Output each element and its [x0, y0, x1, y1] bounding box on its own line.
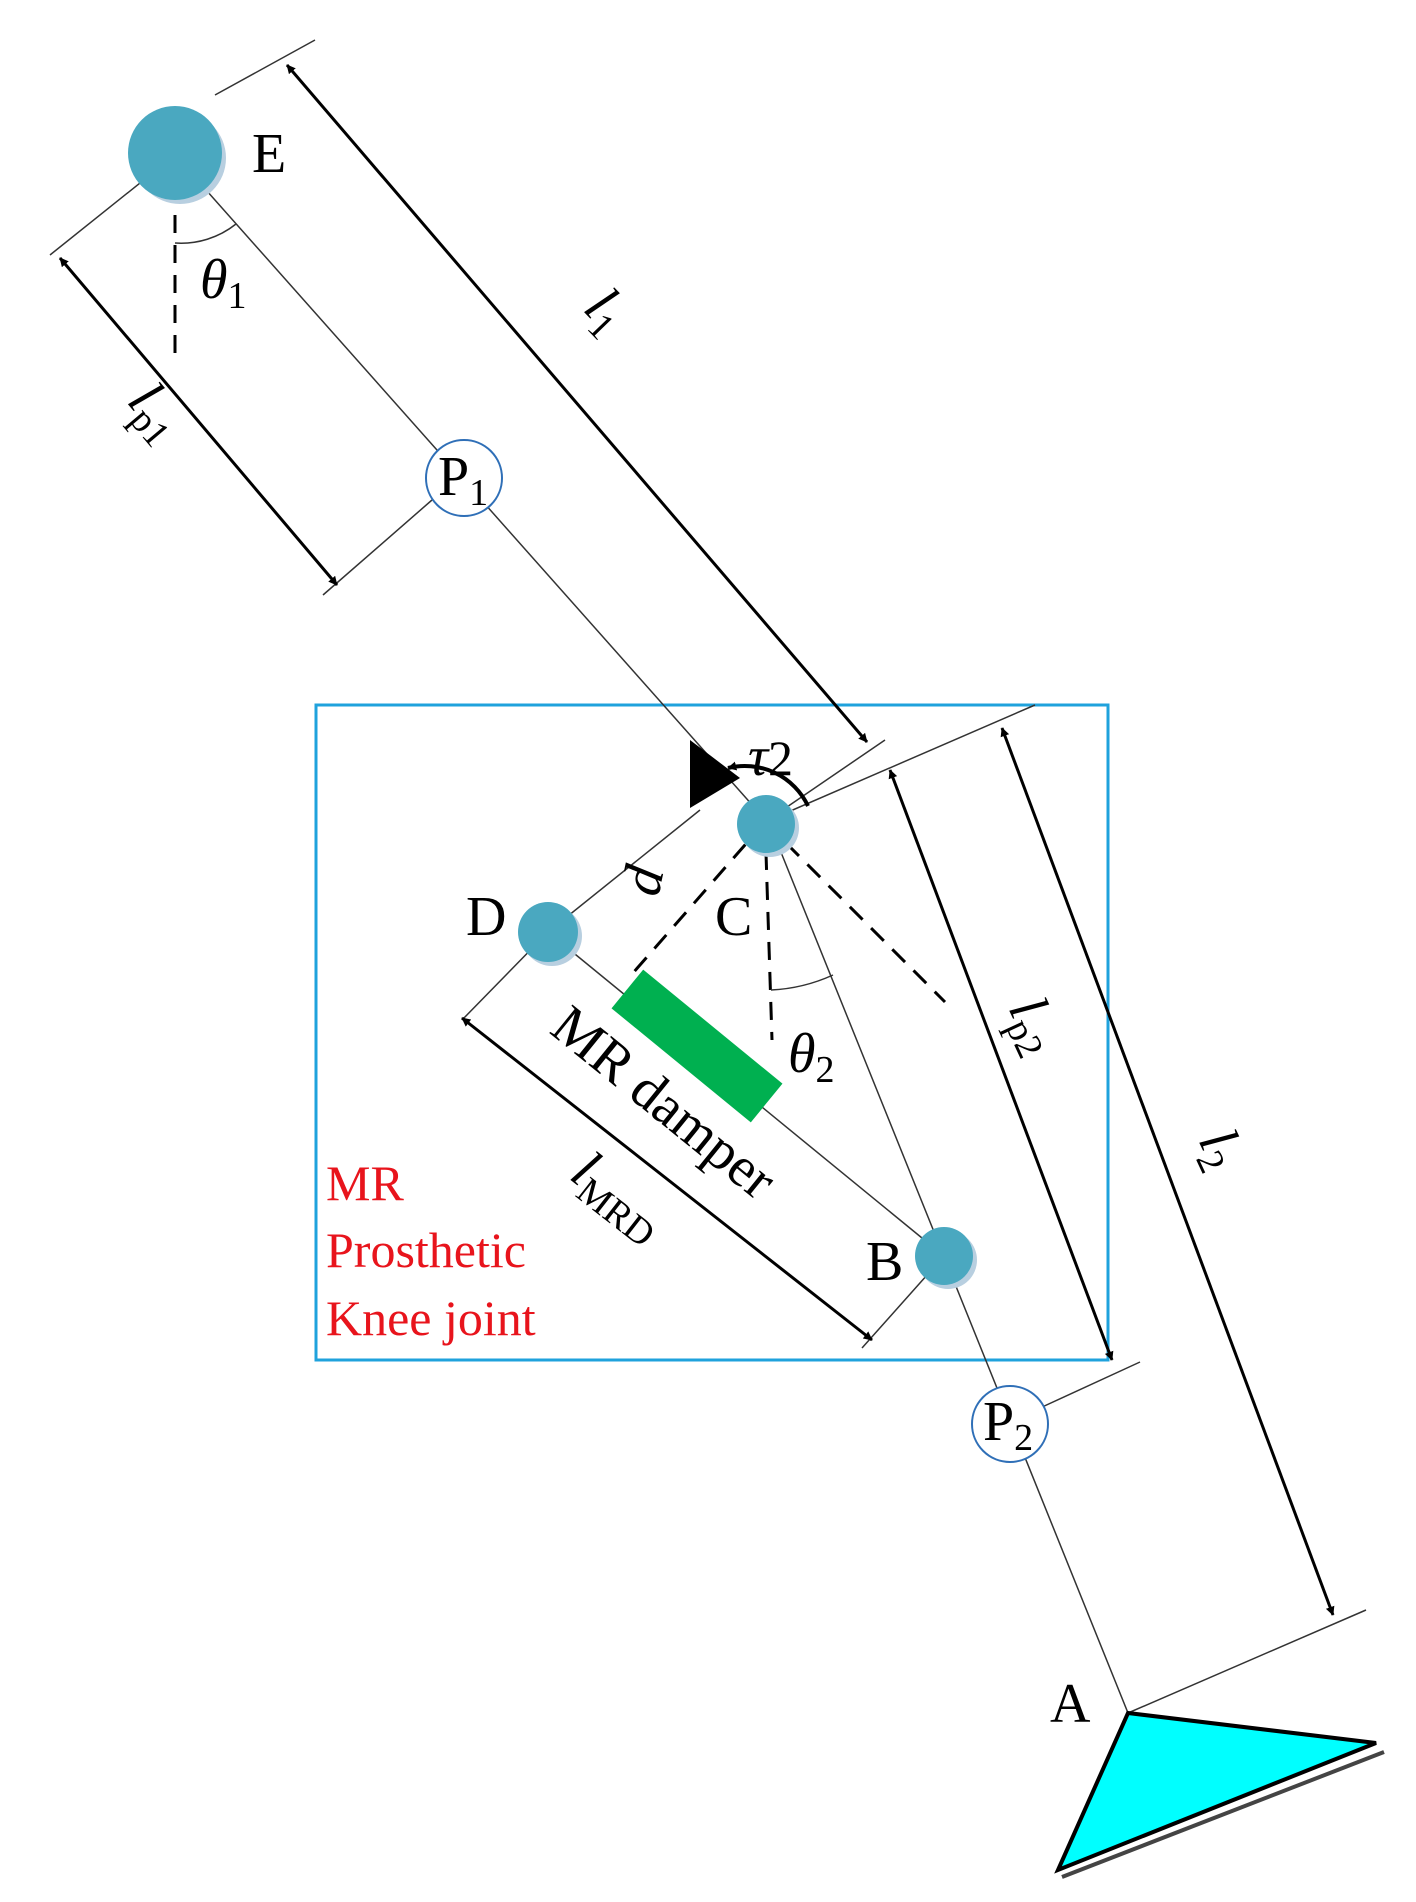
mr-damper-body: [611, 969, 783, 1123]
thigh-extension-dashed: [763, 820, 947, 1004]
label-tau2-sub: 2: [768, 730, 793, 786]
label-p2-sub: 2: [1014, 1417, 1033, 1459]
label-theta1: θ1: [200, 249, 247, 317]
label-theta2: θ2: [788, 1023, 835, 1091]
theta2-arc: [770, 974, 834, 991]
theta2-vertical-ref: [763, 821, 774, 1041]
label-c: C: [715, 886, 752, 948]
caption-line-1: MR: [326, 1155, 404, 1211]
joint-e: [128, 106, 222, 200]
d-to-c-arm: [547, 809, 701, 933]
d-dashed-line: [631, 821, 767, 974]
joint-c: [737, 795, 795, 853]
label-lp2: lp2: [991, 987, 1075, 1064]
label-theta1-sub: 1: [228, 275, 247, 317]
label-p1: P1: [438, 446, 488, 514]
foot-triangle: [1054, 1710, 1377, 1874]
label-theta2-sub: 2: [816, 1049, 835, 1091]
label-l2: l2: [1181, 1119, 1257, 1179]
caption-line-2: Prosthetic: [326, 1222, 526, 1278]
label-p2-main: P: [983, 1391, 1014, 1453]
label-tau2-main: τ: [748, 726, 770, 788]
joint-d: [518, 902, 578, 962]
l1-dimension-arrow: [285, 64, 869, 743]
mass-point-p1: [425, 439, 503, 517]
mass-point-p2: [971, 1385, 1049, 1463]
label-l1: l1: [568, 276, 641, 348]
caption-line-3: Knee joint: [326, 1290, 536, 1346]
label-lmrd: lMRD: [556, 1139, 678, 1255]
lmrd-dimension-arrow: [461, 1016, 873, 1342]
ext-tick-p2: [1039, 1361, 1141, 1409]
label-tau2: τ2: [748, 726, 793, 788]
label-b: B: [866, 1231, 903, 1293]
ext-tick-a-outer: [1127, 1609, 1367, 1714]
label-lp1: lp1: [111, 371, 198, 456]
ext-tick-c-far: [764, 704, 1036, 823]
knee-stop-triangle: [690, 740, 740, 808]
lp1-dimension-arrow: [58, 257, 339, 586]
label-d: D: [466, 886, 506, 948]
ext-tick-e-outer: [214, 39, 316, 96]
label-a: A: [1050, 1673, 1091, 1735]
label-d-distance: d: [610, 859, 677, 900]
l2-dimension-arrow: [1000, 727, 1335, 1616]
joint-b: [915, 1227, 973, 1285]
tau2-torque-arc: [727, 761, 810, 807]
label-e: E: [252, 123, 286, 185]
label-theta2-main: θ: [788, 1023, 816, 1085]
label-p2: P2: [983, 1391, 1033, 1459]
label-p1-sub: 1: [469, 472, 488, 514]
label-theta1-main: θ: [200, 249, 228, 311]
ext-tick-p1: [322, 499, 433, 596]
theta1-arc: [174, 223, 237, 244]
label-p1-main: P: [438, 446, 469, 508]
foot-shadow: [1061, 1750, 1385, 1879]
